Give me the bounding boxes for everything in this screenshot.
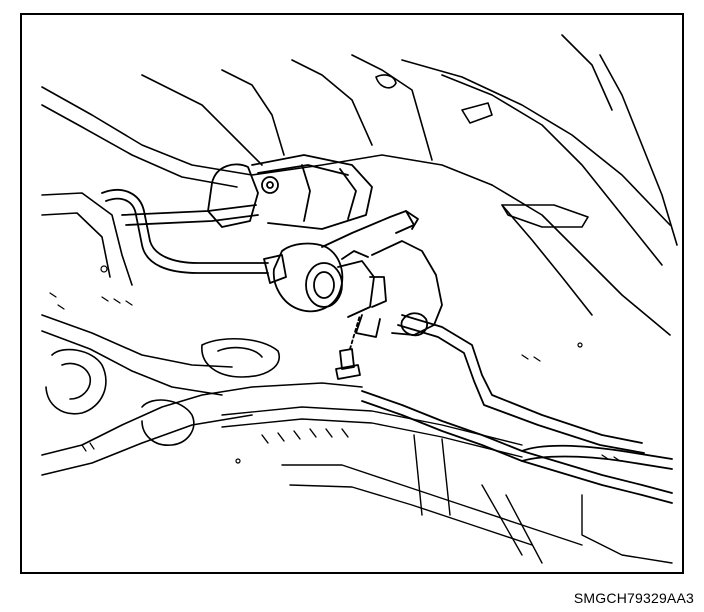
surface-detail-marks — [49, 265, 621, 464]
brake-pipe-icon — [101, 189, 673, 504]
vehicle-underbody-line-drawing — [41, 34, 678, 564]
figure-code-label: SMGCH79329AA3 — [573, 590, 694, 606]
mounting-bolt-icon — [335, 314, 361, 380]
crossmember-structure — [41, 192, 363, 476]
body-floor-pan-outline — [41, 34, 678, 336]
illustration-frame — [20, 13, 684, 574]
lower-rail-and-heat-shield — [221, 406, 673, 564]
brake-pressure-modulator-valve-icon — [207, 154, 443, 338]
